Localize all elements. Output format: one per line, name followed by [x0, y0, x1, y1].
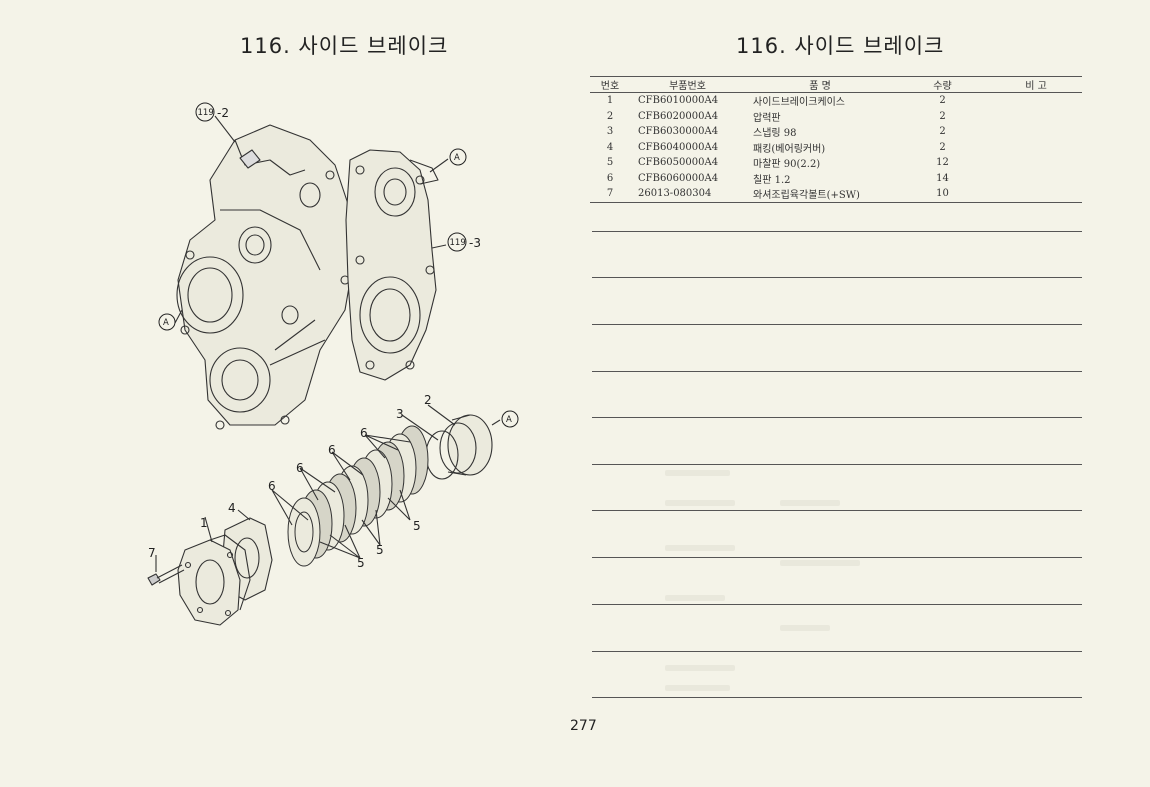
callout-7: 7 — [148, 546, 156, 560]
table-rule — [592, 231, 1082, 232]
bleed-through-mark — [780, 560, 860, 566]
bleed-through-mark — [665, 665, 735, 671]
gearbox-case-left — [176, 124, 353, 430]
callout-5-c: 5 — [357, 556, 365, 570]
table-rule — [592, 557, 1082, 558]
gearbox-case-right — [345, 149, 439, 381]
callout-5-a: 5 — [413, 519, 421, 533]
svg-text:A: A — [163, 318, 169, 328]
table-row: 6 CFB6060000A4 칠판 1.2 14 — [606, 172, 949, 186]
table-rule — [592, 324, 1082, 325]
bleed-through-mark — [665, 685, 730, 691]
svg-text:119: 119 — [198, 108, 214, 118]
callout-2: 2 — [424, 393, 432, 407]
callout-a-right: A — [501, 410, 519, 428]
callout-6-a: 6 — [360, 426, 368, 440]
page-number: 277 — [570, 718, 597, 734]
table-rule — [592, 277, 1082, 278]
bleed-through-mark — [780, 625, 830, 631]
svg-text:-3: -3 — [469, 236, 481, 250]
table-rule — [592, 464, 1082, 465]
left-page-title: 116. 사이드 브레이크 — [240, 34, 449, 58]
table-rule — [592, 371, 1082, 372]
svg-text:A: A — [506, 415, 512, 425]
table-rule — [592, 604, 1082, 605]
callout-4: 4 — [228, 501, 236, 515]
callout-6-d: 6 — [268, 479, 276, 493]
callout-1: 1 — [200, 516, 208, 530]
bleed-through-mark — [780, 500, 840, 506]
right-page-title: 116. 사이드 브레이크 — [736, 34, 945, 58]
svg-text:119: 119 — [450, 238, 466, 248]
table-row: 7 26013-080304 와셔조립육각볼트(+SW) 10 — [590, 186, 1082, 203]
pressure-plate — [439, 414, 493, 476]
table-rule — [592, 697, 1082, 698]
bleed-through-mark — [665, 545, 735, 551]
bleed-through-mark — [665, 470, 730, 476]
header-name: 품 명 — [745, 76, 895, 93]
header-part-no: 부품번호 — [630, 76, 745, 93]
table-rule — [592, 510, 1082, 511]
table-row: 5 CFB6050000A4 마찰판 90(2.2) 12 — [606, 157, 949, 171]
header-qty: 수량 — [895, 76, 990, 93]
callout-3: 3 — [396, 407, 404, 421]
svg-text:-2: -2 — [217, 106, 229, 120]
callout-5-b: 5 — [376, 543, 384, 557]
bleed-through-mark — [665, 595, 725, 601]
svg-text:A: A — [454, 153, 460, 163]
table-row: 1 CFB6010000A4 사이드브레이크케이스 2 — [606, 95, 946, 109]
bleed-through-mark — [665, 500, 735, 506]
exploded-diagram: 119 -2 A 119 -3 A A 2 3 1 4 7 6 6 6 6 5 … — [147, 102, 519, 626]
table-rule — [592, 417, 1082, 418]
callout-a-top: A — [449, 148, 467, 166]
callout-119-2: 119 -2 — [195, 102, 229, 122]
side-brake-case — [177, 534, 251, 626]
table-row: 2 CFB6020000A4 압력판 2 — [606, 110, 946, 124]
table-row: 3 CFB6030000A4 스냅링 98 2 — [606, 126, 946, 140]
clutch-plate-stack — [287, 425, 429, 567]
table-row: 4 CFB6040000A4 패킹(베어링커버) 2 — [606, 141, 946, 155]
callout-a-left: A — [158, 313, 176, 331]
parts-table: 번호 부품번호 품 명 수량 비 고 1 CFB6010000A4 사이드브레이… — [590, 76, 1082, 203]
header-no: 번호 — [590, 76, 630, 93]
table-header-row: 번호 부품번호 품 명 수량 비 고 — [590, 76, 1082, 93]
hex-bolt — [147, 564, 185, 586]
callout-119-3: 119 -3 — [447, 232, 481, 252]
callout-6-b: 6 — [328, 443, 336, 457]
callout-6-c: 6 — [296, 461, 304, 475]
header-remarks: 비 고 — [990, 76, 1082, 93]
table-rule — [592, 651, 1082, 652]
